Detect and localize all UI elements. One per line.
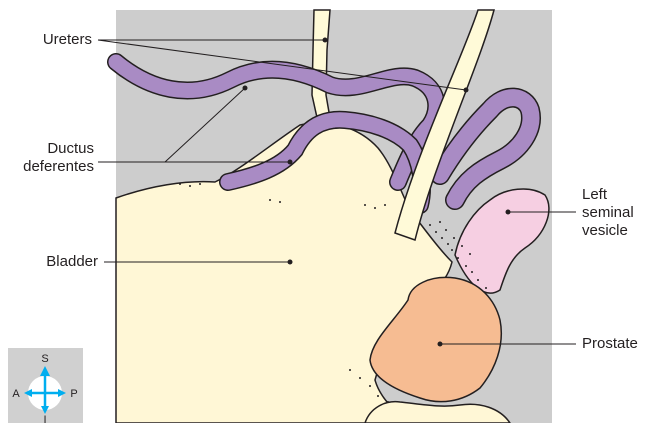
label-left-seminal-vesicle: Left seminal vesicle [582,186,644,240]
dot-ureter-right [464,88,469,93]
dot-prostate [438,342,443,347]
dot-seminal-vesicle [506,210,511,215]
label-ureters: Ureters [4,31,92,49]
label-prostate: Prostate [582,335,644,353]
label-ductus-deferentes: Ductus deferentes [4,140,94,176]
dot-ductus-lower [288,160,293,165]
compass-superior-label: S [41,353,48,365]
label-bladder: Bladder [4,253,98,271]
compass-anterior-label: A [12,388,20,400]
orientation-compass: S A P I [8,348,83,423]
ureter-left [312,10,330,122]
compass-posterior-label: P [70,388,77,400]
compass-inferior-label: I [43,414,46,423]
dot-ductus-upper [243,86,248,91]
dot-bladder [288,260,293,265]
dot-ureter-left [323,38,328,43]
